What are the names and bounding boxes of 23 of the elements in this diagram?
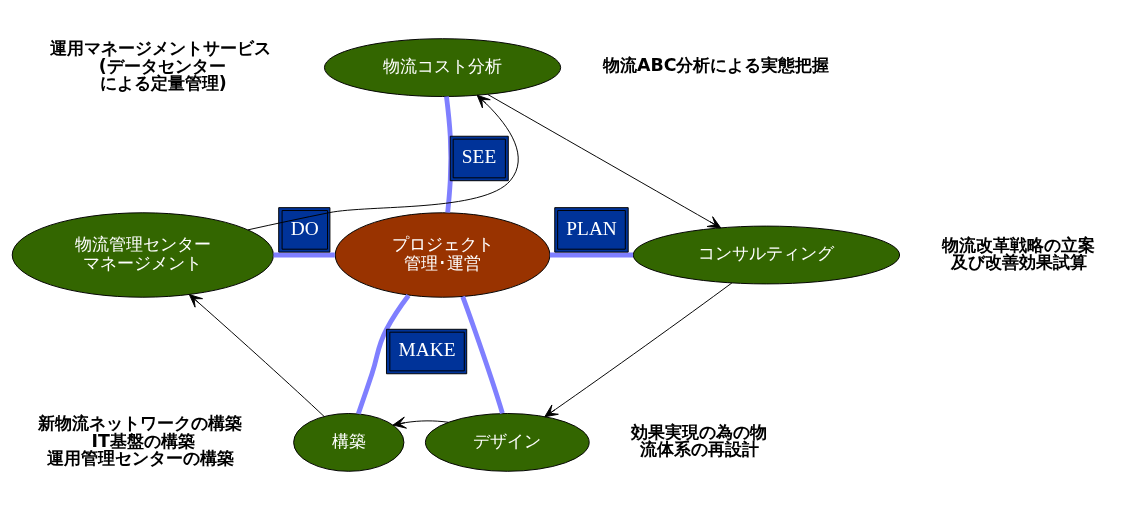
connector bbox=[549, 252, 634, 258]
arrow bbox=[544, 282, 733, 418]
arrow bbox=[188, 294, 325, 417]
node-ellipse: デザイン bbox=[424, 413, 590, 472]
node-ellipse: プロジェクト管理･運営 bbox=[334, 212, 551, 298]
connector bbox=[460, 295, 505, 414]
edge-label: SEE bbox=[461, 146, 497, 168]
connector bbox=[356, 293, 411, 415]
node-label: 物流改革戦略の立案及び改善効果試算 bbox=[941, 234, 1095, 272]
arrow bbox=[392, 416, 449, 429]
node-label: 物流ABC分析による実態把握 bbox=[603, 54, 830, 75]
node-ellipse: 物流コスト分析 bbox=[323, 38, 562, 97]
node-ellipse: 物流管理センターマネージメント bbox=[11, 212, 274, 298]
arrow bbox=[487, 93, 722, 229]
node-label: 効果実現の為の物流体系の再設計 bbox=[631, 421, 768, 460]
connector bbox=[444, 96, 454, 213]
edge-label: DO bbox=[290, 217, 319, 239]
arrow bbox=[247, 94, 519, 231]
edge-label: PLAN bbox=[566, 217, 617, 239]
edge-label: MAKE bbox=[398, 339, 456, 361]
node-label: 運用マネージメントサービス bbox=[49, 38, 271, 59]
node-ellipse: コンサルティング bbox=[632, 225, 901, 285]
connector bbox=[273, 252, 335, 258]
